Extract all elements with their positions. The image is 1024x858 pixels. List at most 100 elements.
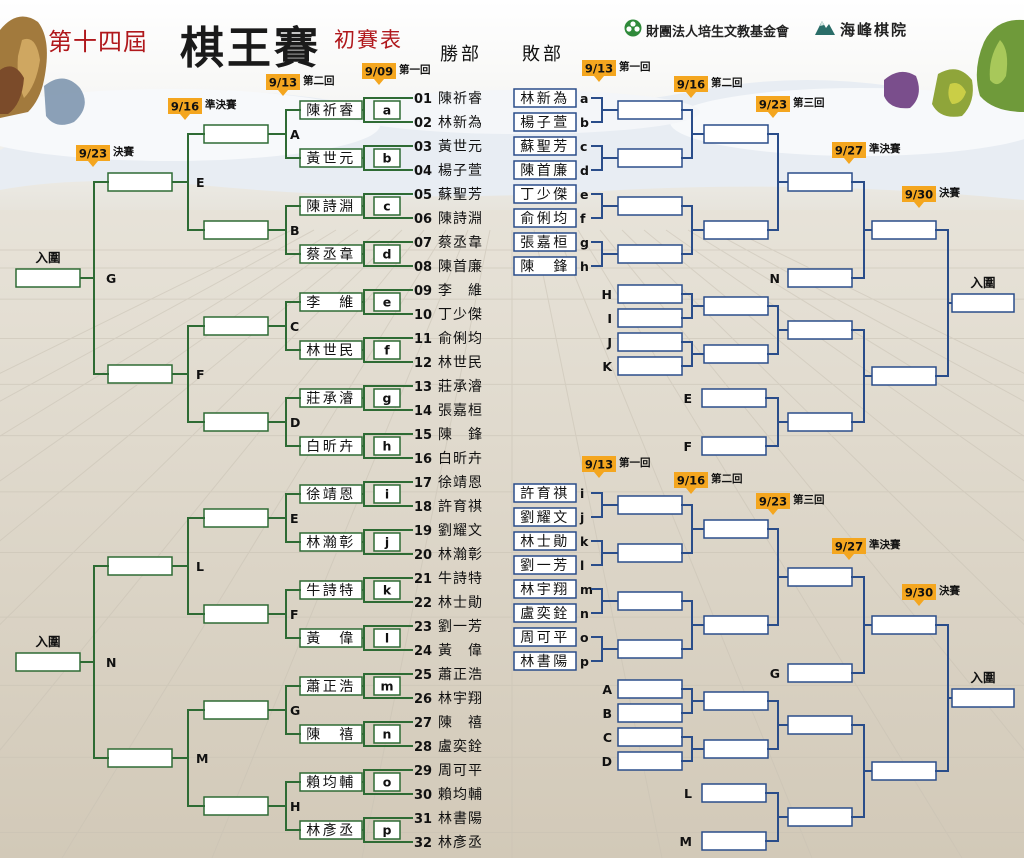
r1-letter-h-label: h bbox=[383, 439, 392, 454]
entrant-name: 陳祈睿 bbox=[438, 91, 483, 107]
tag-l2-r3-badge bbox=[756, 493, 790, 515]
losers-top-r2-winner-box bbox=[703, 124, 769, 144]
qf-letter-F: F bbox=[196, 367, 205, 382]
tag-r2-date: 9/13 bbox=[269, 76, 297, 90]
tag-l2-r1-badge bbox=[582, 456, 616, 478]
entrant-name: 賴均輔 bbox=[438, 787, 483, 803]
qf-letter-L: L bbox=[196, 559, 204, 574]
r1-winner-box-label: 牛詩特 bbox=[306, 583, 356, 599]
losers-top-r1-winner-box bbox=[617, 148, 683, 168]
entrant-number: 15 bbox=[414, 428, 432, 443]
losers-bottom-r1-letter: i bbox=[580, 486, 584, 501]
losers-bottom-r1-winner-box bbox=[617, 495, 683, 515]
losers-bottom-feed-box bbox=[617, 727, 683, 747]
tag-l-r1-date: 9/13 bbox=[585, 62, 613, 76]
r1-winner-box-label: 莊承濬 bbox=[306, 391, 356, 407]
tag-r1-badge bbox=[362, 63, 396, 85]
losers-bottom-sf-box-bot bbox=[871, 761, 937, 781]
losers-top-feed-letter: J bbox=[606, 335, 612, 350]
losers-bottom-feed-letter: A bbox=[602, 682, 612, 697]
r2-winner-box bbox=[203, 124, 269, 144]
losers-bottom-ef-letter: M bbox=[680, 834, 692, 849]
r1-letter-i-label: i bbox=[385, 487, 389, 502]
losers-bottom-r1-name-box-label: 林書陽 bbox=[520, 654, 570, 670]
tag-l-sf-round: 準決賽 bbox=[869, 142, 901, 155]
entrant-number: 17 bbox=[414, 476, 432, 491]
go-academy-name: 海峰棋院 bbox=[840, 21, 909, 39]
losers-top-r1-letter: a bbox=[580, 91, 588, 106]
entrant-number: 22 bbox=[414, 596, 432, 611]
entrant-name: 蕭正浩 bbox=[438, 667, 483, 683]
losers-bottom-r3-box-mid bbox=[787, 715, 853, 735]
losers-bottom-r1-name-box bbox=[513, 483, 577, 503]
tag-final-date: 9/23 bbox=[79, 147, 107, 161]
qf-letter-E: E bbox=[196, 175, 205, 190]
r1-letter-g bbox=[373, 388, 401, 408]
r1-winner-box-label: 林世民 bbox=[306, 343, 356, 359]
losers-bottom-r1-name-box bbox=[513, 531, 577, 551]
losers-top-r1-letter: g bbox=[580, 235, 589, 250]
qf-winner-box bbox=[107, 556, 173, 576]
losers-bottom-feed-box bbox=[617, 751, 683, 771]
entrant-name: 蘇聖芳 bbox=[438, 186, 483, 203]
losers-bottom-feed-box bbox=[617, 679, 683, 699]
losers-top-ef-box bbox=[701, 436, 767, 456]
losers-bottom-qualifier-box bbox=[951, 688, 1015, 708]
r2-letter-H: H bbox=[290, 799, 300, 814]
losers-top-feed-letter: K bbox=[602, 359, 613, 374]
qf-winner-box bbox=[107, 172, 173, 192]
r1-letter-b-label: b bbox=[383, 151, 392, 166]
r1-letter-l-label: l bbox=[385, 631, 389, 646]
losers-top-r1-name-box bbox=[513, 232, 577, 252]
tag-r2-round: 第二回 bbox=[303, 74, 335, 87]
losers-bottom-r1-letter: l bbox=[580, 558, 584, 573]
r2-winner-box bbox=[203, 700, 269, 720]
entrant-name: 徐靖恩 bbox=[438, 475, 483, 491]
losers-top-feed-letter: I bbox=[607, 311, 612, 326]
entrant-number: 32 bbox=[414, 836, 432, 851]
entrant-name: 林宇翔 bbox=[438, 691, 483, 707]
r1-letter-j bbox=[373, 532, 401, 552]
title-suffix: 初賽表 bbox=[334, 28, 403, 52]
tag-qf-round: 準決賽 bbox=[205, 98, 237, 111]
r1-winner-box-label: 林彥丞 bbox=[306, 822, 356, 839]
entrant-number: 30 bbox=[414, 788, 432, 803]
r1-winner-box-label: 蕭正浩 bbox=[306, 679, 356, 695]
losers-bottom-ef-box bbox=[701, 831, 767, 851]
r2-winner-box bbox=[203, 604, 269, 624]
qf-winner-box bbox=[107, 364, 173, 384]
losers-top-ef-letter: E bbox=[683, 391, 692, 406]
tag-r1-round: 第一回 bbox=[399, 63, 431, 76]
r1-letter-p-label: p bbox=[383, 823, 392, 838]
losers-bottom-r1-name-box bbox=[513, 603, 577, 623]
entrant-number: 24 bbox=[414, 644, 432, 659]
entrant-name: 林世民 bbox=[438, 355, 483, 371]
losers-top-qualifier-box bbox=[951, 293, 1015, 313]
r2-winner-box bbox=[203, 412, 269, 432]
losers-bottom-r1-name-box-label: 盧奕銓 bbox=[520, 606, 570, 622]
entrant-name: 林彥丞 bbox=[438, 834, 483, 851]
losers-bottom-r1-winner-box bbox=[617, 591, 683, 611]
entrant-number: 25 bbox=[414, 668, 432, 683]
losers-top-n-box bbox=[787, 268, 853, 288]
losers-bottom-r1-letter: k bbox=[580, 534, 589, 549]
losers-bottom-r1-letter: o bbox=[580, 630, 589, 645]
entrant-number: 18 bbox=[414, 500, 432, 515]
r2-winner-box bbox=[203, 316, 269, 336]
r1-winner-box-label: 黃 偉 bbox=[306, 631, 356, 647]
losers-top-r1-winner-box bbox=[617, 244, 683, 264]
losers-bottom-n-letter: G bbox=[770, 666, 780, 681]
losers-top-r2-winner-box bbox=[703, 220, 769, 240]
losers-top-qualifier-label: 入圍 bbox=[970, 275, 995, 290]
qf-winner-box bbox=[107, 748, 173, 768]
losers-top-r1-letter: f bbox=[580, 211, 586, 226]
losers-bottom-r1-name-box-label: 林士勛 bbox=[520, 534, 570, 550]
qualifier-label: 入圍 bbox=[35, 634, 60, 649]
entrant-name: 林書陽 bbox=[438, 811, 483, 827]
r1-letter-e-label: e bbox=[383, 295, 391, 310]
entrant-number: 20 bbox=[414, 548, 432, 563]
